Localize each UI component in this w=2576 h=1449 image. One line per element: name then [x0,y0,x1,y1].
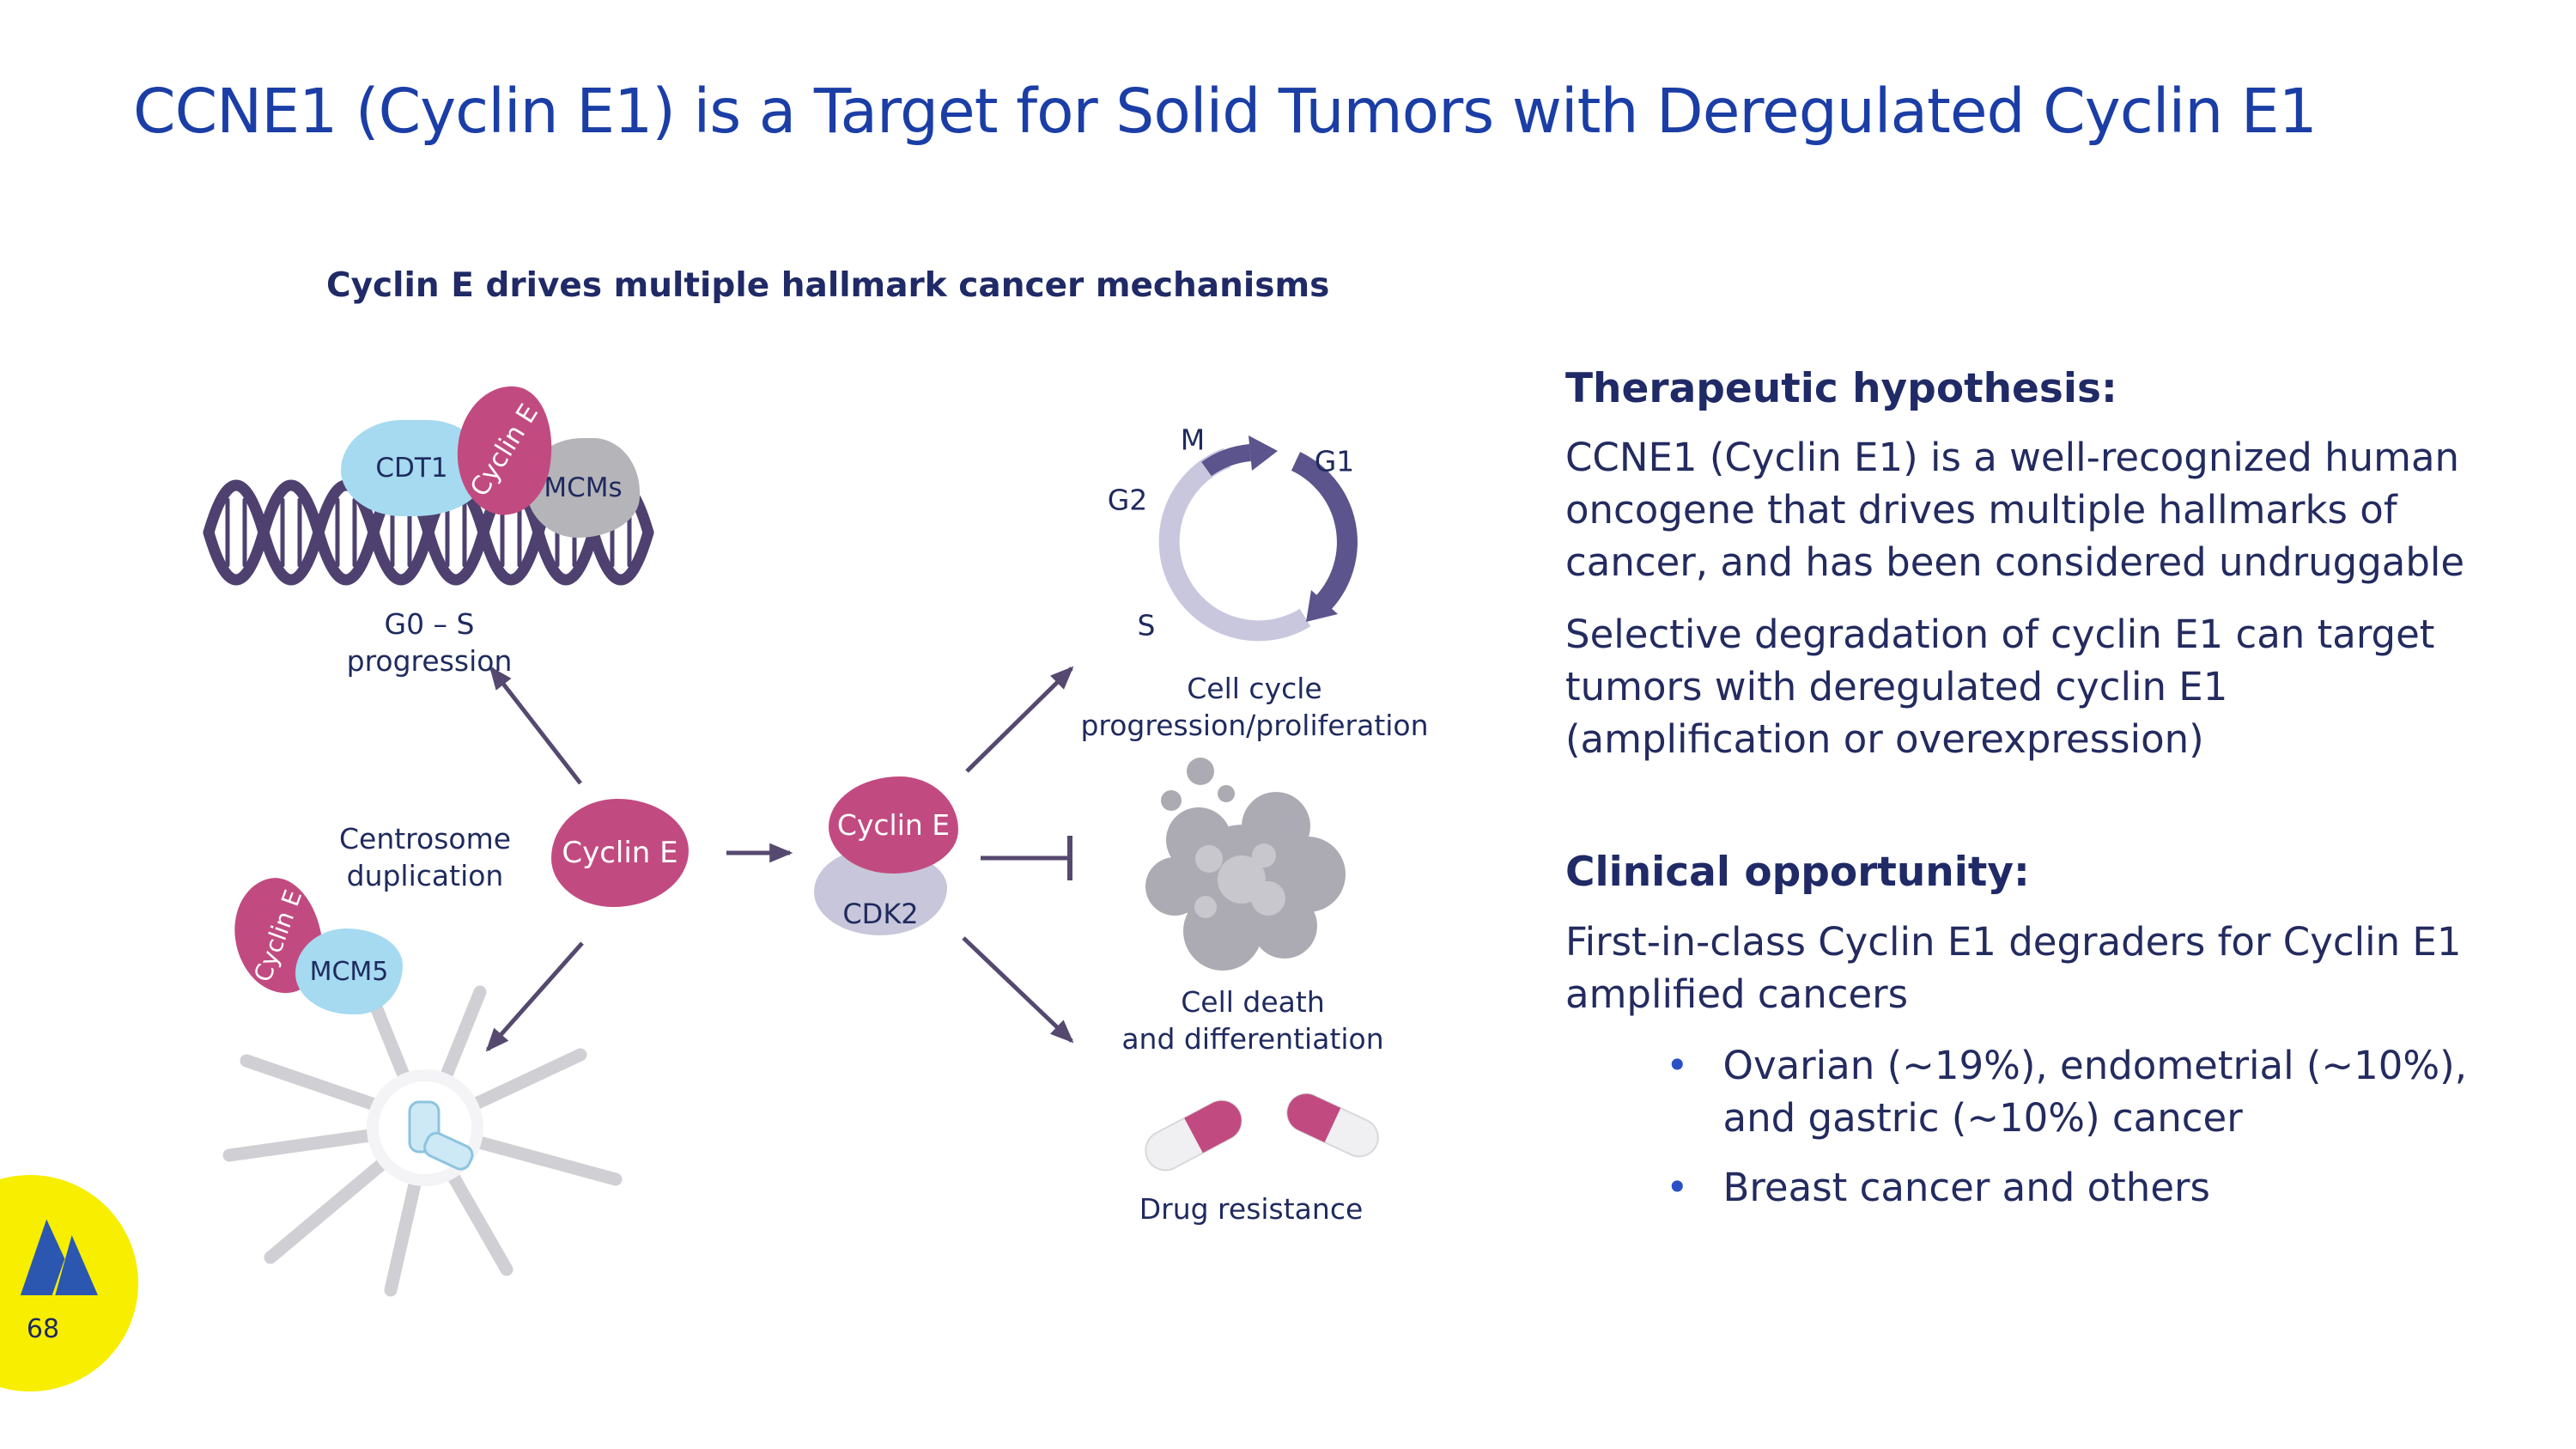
clinical-opportunity-heading: Clinical opportunity: [1565,849,2030,896]
centrosome-caption: Centrosome duplication [338,822,512,892]
cyclin-e-center-blob: Cyclin E [551,799,689,907]
cdk2-label: CDK2 [842,898,919,930]
cell-cycle-ring-icon [1158,435,1358,642]
cell-death-blob-icon [1145,758,1346,971]
cyclin-e-center-label: Cyclin E [562,836,678,870]
slide-title: CCNE1 (Cyclin E1) is a Target for Solid … [133,76,2318,147]
clinical-bullet-2: • Breast cancer and others [1666,1161,2539,1214]
mechanism-arrows [485,666,1074,1052]
cell-cycle-caption: Cell cycle progression/proliferation [1080,672,1429,742]
therapeutic-paragraph-2: Selective degradation of cyclin E1 can t… [1565,612,2435,762]
mcm5-blob: MCM5 [295,928,403,1014]
cell-death-caption: Cell death and differentiation [1121,985,1384,1056]
phase-g2-label: G2 [1107,483,1148,517]
phase-m-label: M [1180,423,1206,457]
phase-s-label: S [1137,608,1156,642]
mcm5-label: MCM5 [309,956,389,987]
pills-icon [1145,1093,1379,1172]
centrosome-aster-icon [222,962,623,1297]
therapeutic-hypothesis-heading: Therapeutic hypothesis: [1565,365,2117,412]
clinical-bullet-2-text: Breast cancer and others [1722,1165,2210,1210]
cyclin-e-complex-label: Cyclin E [836,808,951,842]
drug-resistance-caption: Drug resistance [1139,1192,1364,1226]
phase-g1-label: G1 [1314,444,1355,478]
g0-s-progression-label: G0 – S progression [346,607,513,678]
clinical-bullet-1: • Ovarian (~19%), endometrial (~10%), an… [1666,1039,2539,1144]
clinical-bullet-1-text: Ovarian (~19%), endometrial (~10%), and … [1722,1043,2468,1141]
bullet-marker: • [1666,1043,1689,1088]
clinical-paragraph-1: First-in-class Cyclin E1 degraders for C… [1565,919,2462,1017]
cyclin-e-complex-blob: Cyclin E [829,776,958,874]
bullet-marker: • [1666,1165,1689,1210]
logo-mark-icon [20,1219,98,1295]
page-number: 68 [26,1314,60,1344]
cdt1-label: CDT1 [375,453,448,484]
therapeutic-paragraph-1: CCNE1 (Cyclin E1) is a well-recognized h… [1565,435,2465,585]
mcms-label: MCMs [544,472,623,503]
cyclin-e-dna-label: Cyclin E [465,399,545,502]
diagram-section-heading: Cyclin E drives multiple hallmark cancer… [326,266,1330,305]
